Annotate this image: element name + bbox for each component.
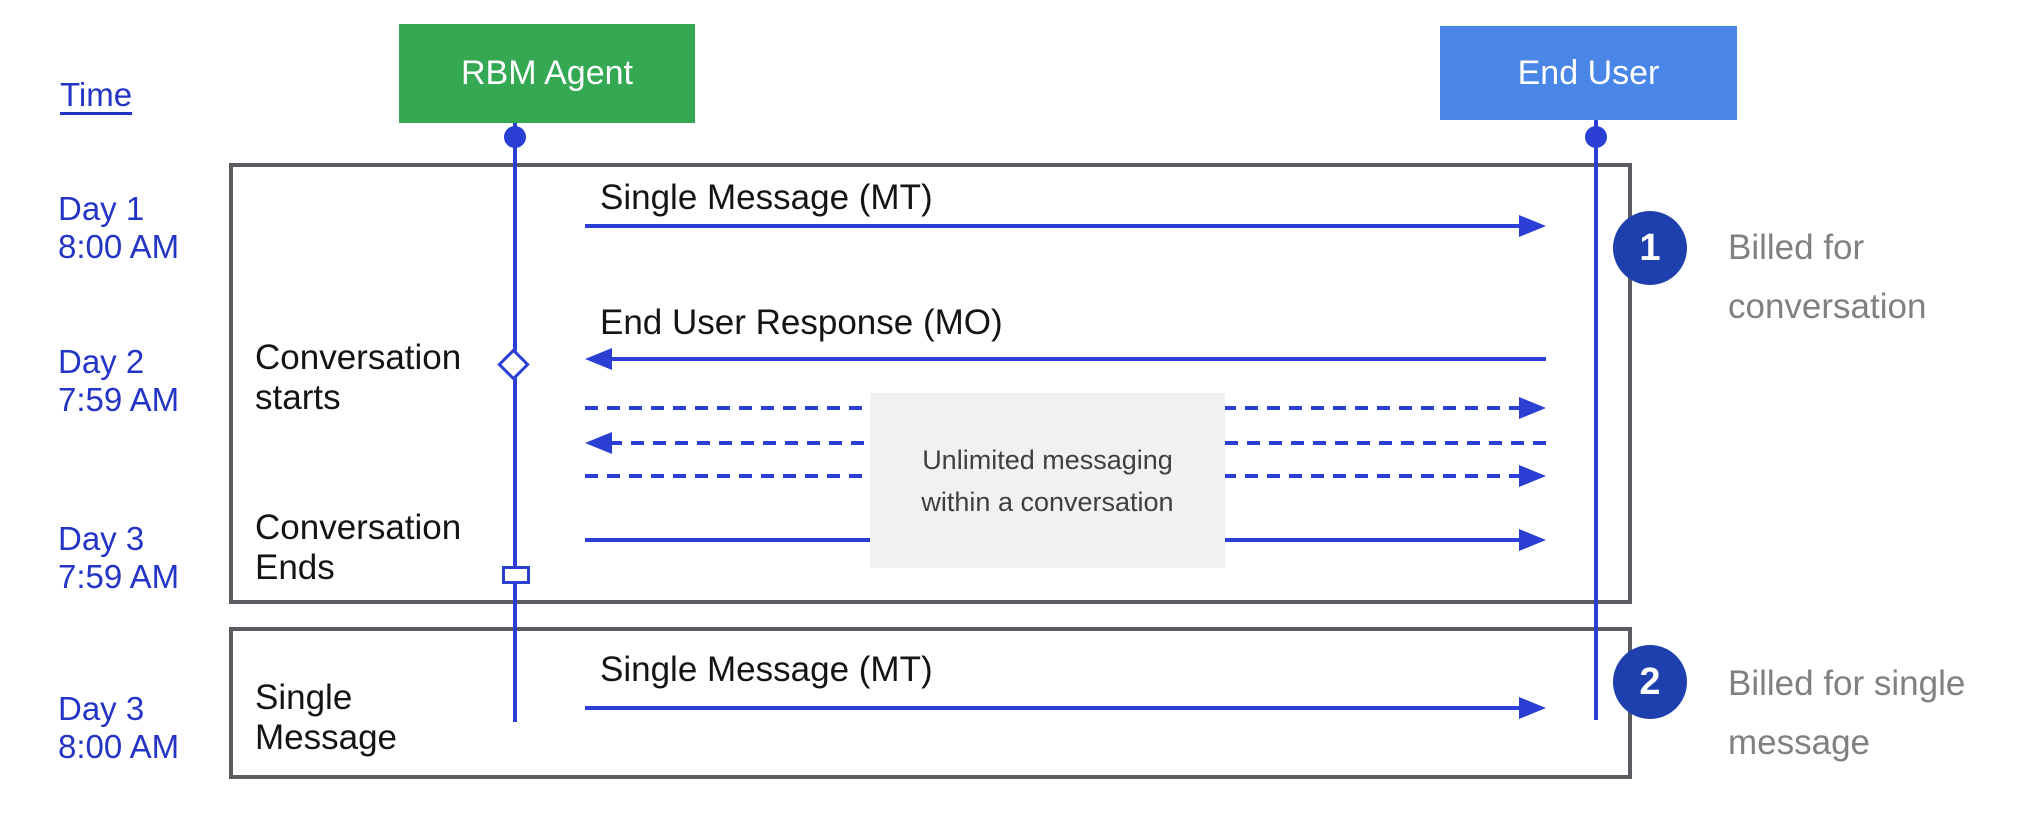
conversation-period-box [229, 163, 1632, 604]
conversation-starts-label: Conversation starts [255, 338, 461, 418]
arrow-line [585, 706, 1522, 710]
time-marker-day3-end: Day 3 7:59 AM [58, 520, 179, 596]
rbm-agent-label: RBM Agent [461, 54, 633, 92]
arrowhead-right-icon [1519, 215, 1546, 237]
end-user-actor-box: End User [1440, 26, 1737, 120]
phase-line: Conversation [255, 508, 462, 547]
arrowhead-left-icon [585, 432, 612, 454]
arrowhead-left-icon [585, 348, 612, 370]
mt-single-message-arrow [585, 696, 1546, 720]
conversation-ends-label: Conversation Ends [255, 508, 461, 588]
mo-response-arrow [585, 347, 1546, 371]
time-marker-time: 7:59 AM [58, 381, 180, 418]
phase-line: Message [255, 718, 398, 757]
time-axis-label: Time [60, 76, 133, 113]
annotation-line: message [1728, 723, 1871, 762]
billed-for-conversation-note: Billed for conversation [1728, 218, 1926, 336]
badge-number: 1 [1639, 226, 1661, 269]
time-marker-day: Day 1 [58, 190, 145, 227]
time-marker-day3-single: Day 3 8:00 AM [58, 690, 179, 766]
time-marker-day: Day 2 [58, 343, 145, 380]
unlimited-messaging-panel: Unlimited messaging within a conversatio… [870, 393, 1225, 568]
time-marker-day2: Day 2 7:59 AM [58, 343, 179, 419]
single-message-phase-label: Single Message [255, 678, 397, 758]
conversation-end-square-icon [502, 566, 530, 584]
rbm-agent-lifeline [513, 123, 517, 722]
time-marker-day: Day 3 [58, 690, 145, 727]
time-marker-time: 7:59 AM [58, 558, 180, 595]
mo-response-label: End User Response (MO) [600, 303, 1003, 342]
phase-line: starts [255, 378, 341, 417]
time-marker-time: 8:00 AM [58, 728, 180, 765]
arrow-line [609, 357, 1546, 361]
billed-for-single-message-note: Billed for single message [1728, 654, 1965, 772]
time-marker-day: Day 3 [58, 520, 145, 557]
panel-line: Unlimited messaging [922, 444, 1173, 475]
arrowhead-right-icon [1519, 397, 1546, 419]
phase-line: Ends [255, 548, 335, 587]
arrow-line [585, 224, 1522, 228]
mt-single-message-label: Single Message (MT) [600, 650, 933, 689]
billing-badge-1: 1 [1613, 211, 1687, 285]
panel-line: within a conversation [921, 486, 1174, 517]
annotation-line: Billed for single [1728, 664, 1966, 703]
end-user-label: End User [1517, 53, 1660, 92]
arrowhead-right-icon [1519, 697, 1546, 719]
phase-line: Single [255, 678, 353, 717]
mt-message-label: Single Message (MT) [600, 178, 933, 217]
time-marker-time: 8:00 AM [58, 228, 180, 265]
agent-lifeline-dot-icon [504, 126, 526, 148]
annotation-line: Billed for [1728, 228, 1865, 267]
billing-badge-2: 2 [1613, 645, 1687, 719]
end-user-lifeline [1594, 120, 1598, 720]
rbm-agent-actor-box: RBM Agent [399, 24, 695, 123]
user-lifeline-dot-icon [1585, 126, 1607, 148]
badge-number: 2 [1639, 660, 1661, 703]
mt-message-arrow [585, 214, 1546, 238]
phase-line: Conversation [255, 338, 462, 377]
time-marker-day1: Day 1 8:00 AM [58, 190, 179, 266]
annotation-line: conversation [1728, 287, 1927, 326]
arrowhead-right-icon [1519, 529, 1546, 551]
arrowhead-right-icon [1519, 465, 1546, 487]
